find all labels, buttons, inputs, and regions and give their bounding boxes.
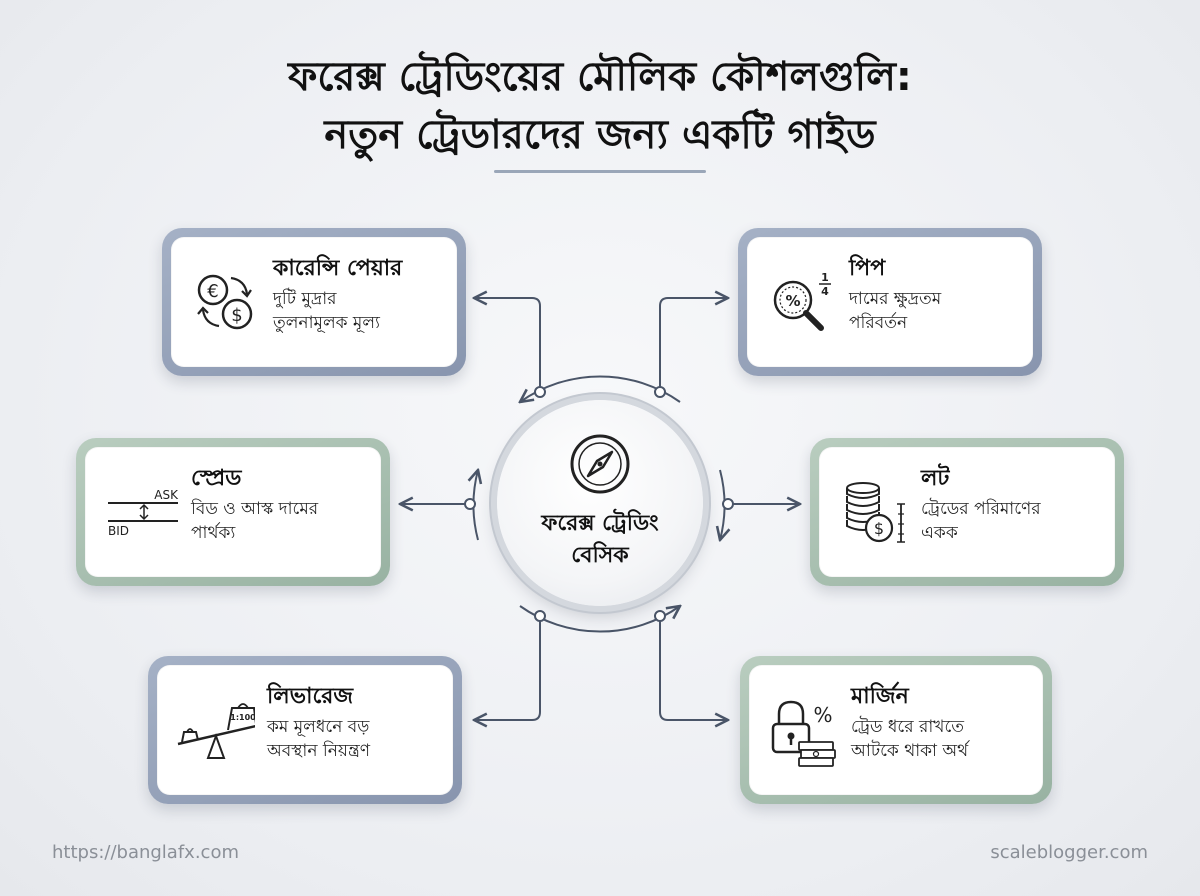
compass-icon	[570, 434, 630, 494]
footer-source-left: https://banglafx.com	[52, 842, 239, 863]
magnifier-percent-icon: % 1 4	[773, 271, 831, 331]
card-pip-title: পিপ	[849, 256, 886, 281]
card-lot-body: $ লট ট্রেডের পরিমাণের একক	[819, 447, 1115, 577]
percent-symbol: %	[813, 703, 832, 727]
card-pip-desc: দামের ক্ষুদ্রতম পরিবর্তন	[849, 287, 1029, 335]
bid-label: BID	[108, 524, 129, 538]
bid-ask-icon: ASK BID	[108, 488, 179, 538]
card-spread: ASK BID স্প্রেড বিড ও আস্ক দামের পার্থক্…	[76, 438, 390, 586]
node-bottom-right	[654, 610, 666, 622]
connector-leverage	[474, 616, 541, 720]
seesaw-weight-icon: 1:100	[177, 703, 255, 759]
card-margin-body: % মার্জিন ট্রেড ধরে রাখতে আটকে থাকা অর্থ	[749, 665, 1043, 795]
node-top-right	[654, 386, 666, 398]
coin-stack-icon: $	[846, 482, 905, 543]
card-spread-title: স্প্রেড	[191, 466, 242, 491]
center-label-line2: বেসিক	[571, 543, 629, 568]
node-left	[464, 498, 476, 510]
card-lot-desc: ট্রেডের পরিমাণের একক	[921, 497, 1101, 545]
card-spread-desc-line2: পার্থক্য	[191, 523, 236, 543]
node-bottom-left	[534, 610, 546, 622]
card-margin-desc-line1: ট্রেড ধরে রাখতে	[851, 717, 965, 737]
dollar-symbol: $	[874, 519, 884, 538]
fraction-denominator: 4	[821, 285, 829, 298]
card-currency-pair-body: € $ কারেন্সি পেয়ার দুটি মুদ্রার তুলনামূ…	[171, 237, 457, 367]
card-margin: % মার্জিন ট্রেড ধরে রাখতে আটকে থাকা অর্থ	[740, 656, 1052, 804]
card-leverage-desc-line2: অবস্থান নিয়ন্ত্রণ	[267, 741, 371, 761]
card-spread-body: ASK BID স্প্রেড বিড ও আস্ক দামের পার্থক্…	[85, 447, 381, 577]
card-leverage-title: লিভারেজ	[267, 684, 354, 709]
card-pip-body: % 1 4 পিপ দামের ক্ষুদ্রতম পরিবর্তন	[747, 237, 1033, 367]
card-margin-desc: ট্রেড ধরে রাখতে আটকে থাকা অর্থ	[851, 715, 1031, 763]
card-leverage: 1:100 লিভারেজ কম মূলধনে বড় অবস্থান নিয়…	[148, 656, 462, 804]
leverage-ratio: 1:100	[230, 713, 255, 722]
card-pip: % 1 4 পিপ দামের ক্ষুদ্রতম পরিবর্তন	[738, 228, 1042, 376]
center-label: ফরেক্স ট্রেডিং বেসিক	[497, 508, 703, 572]
page-title-line2: নতুন ট্রেডারদের জন্য একটি গাইড	[324, 112, 876, 158]
connector-currency-pair	[474, 298, 541, 392]
card-spread-desc-line1: বিড ও আস্ক দামের	[191, 499, 319, 519]
percent-symbol: %	[785, 292, 800, 310]
card-spread-desc: বিড ও আস্ক দামের পার্থক্য	[191, 497, 371, 545]
card-leverage-body: 1:100 লিভারেজ কম মূলধনে বড় অবস্থান নিয়…	[157, 665, 453, 795]
card-lot-title: লট	[921, 466, 950, 491]
card-lot: $ লট ট্রেডের পরিমাণের একক	[810, 438, 1124, 586]
page-title-line1: ফরেক্স ট্রেডিংয়ের মৌলিক কৌশলগুলি:	[288, 54, 912, 100]
card-margin-desc-line2: আটকে থাকা অর্থ	[851, 741, 969, 761]
ask-label: ASK	[154, 488, 179, 502]
connector-pip	[659, 298, 728, 392]
card-currency-pair-desc: দুটি মুদ্রার তুলনামূলক মূল্য	[273, 287, 453, 335]
card-leverage-desc-line1: কম মূলধনে বড়	[267, 717, 370, 737]
title-underline	[494, 170, 706, 173]
card-pip-desc-line2: পরিবর্তন	[849, 313, 908, 333]
card-currency-pair: € $ কারেন্সি পেয়ার দুটি মুদ্রার তুলনামূ…	[162, 228, 466, 376]
center-label-line1: ফরেক্স ট্রেডিং	[541, 511, 659, 536]
lock-money-icon: %	[771, 700, 836, 767]
card-currency-pair-title: কারেন্সি পেয়ার	[273, 256, 403, 281]
card-margin-title: মার্জিন	[851, 684, 909, 709]
currency-exchange-icon: € $	[197, 274, 253, 330]
card-leverage-desc: কম মূলধনে বড় অবস্থান নিয়ন্ত্রণ	[267, 715, 447, 763]
dollar-symbol: $	[231, 305, 242, 326]
center-hub	[497, 400, 703, 606]
card-currency-pair-desc-line1: দুটি মুদ্রার	[273, 289, 337, 309]
node-top-left	[534, 386, 546, 398]
card-lot-desc-line2: একক	[921, 523, 958, 543]
node-right	[722, 498, 734, 510]
euro-symbol: €	[207, 281, 218, 302]
connector-margin	[659, 616, 728, 720]
card-currency-pair-desc-line2: তুলনামূলক মূল্য	[273, 313, 380, 333]
card-pip-desc-line1: দামের ক্ষুদ্রতম	[849, 289, 942, 309]
card-lot-desc-line1: ট্রেডের পরিমাণের	[921, 499, 1041, 519]
footer-source-right: scaleblogger.com	[990, 842, 1148, 863]
fraction-numerator: 1	[821, 271, 829, 284]
